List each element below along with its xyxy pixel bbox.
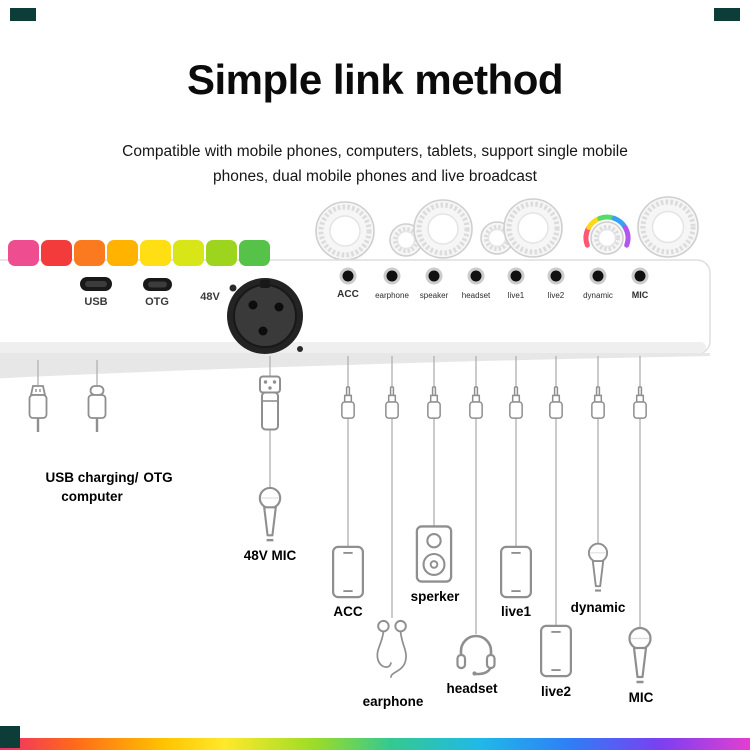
earphone-icon <box>376 619 408 679</box>
port-label-dynamic: dynamic <box>583 291 613 300</box>
jack-port-dynamic <box>589 267 607 285</box>
led-key <box>74 240 105 266</box>
mic-icon <box>628 626 652 684</box>
knob-icon <box>413 199 473 259</box>
device-under-shadow <box>0 353 710 379</box>
link-label-headset: headset <box>446 681 498 696</box>
plug-headset-icon <box>469 386 483 419</box>
jack-port-acc <box>339 267 357 285</box>
plug-mic-icon <box>633 386 647 419</box>
plug-live2-icon <box>549 386 563 419</box>
led-key <box>239 240 270 266</box>
watermark-top-left <box>10 8 36 21</box>
watermark-top-right <box>714 8 740 21</box>
port-label-headset: headset <box>461 291 491 300</box>
screw-icon <box>229 284 237 292</box>
link-label-earphone: earphone <box>362 694 424 709</box>
knob-icon <box>637 196 699 258</box>
rgb-glow-icon <box>583 214 631 248</box>
led-strip <box>8 240 270 266</box>
led-key <box>107 240 138 266</box>
jack-ports <box>339 267 649 285</box>
port-label-earphone: earphone <box>375 291 409 300</box>
led-key <box>173 240 204 266</box>
jack-port-speaker <box>425 267 443 285</box>
port-label-speaker: speaker <box>419 291 449 300</box>
link-label-usb-line2: computer <box>61 489 123 504</box>
knob-icon <box>503 198 563 258</box>
mic-48v-icon <box>258 486 282 542</box>
mic-dynamic-icon <box>587 542 609 592</box>
plug-speaker-icon <box>427 386 441 419</box>
rainbow-bar <box>0 738 750 750</box>
speaker-icon <box>415 525 453 583</box>
jack-port-mic <box>631 267 649 285</box>
link-label-dynamic: dynamic <box>570 600 626 615</box>
link-label-otg: OTG <box>143 470 173 485</box>
link-label-live2: live2 <box>540 684 572 699</box>
usb-port <box>80 277 112 291</box>
jack-port-live2 <box>547 267 565 285</box>
led-key <box>140 240 171 266</box>
jack-port-earphone <box>383 267 401 285</box>
link-label-48v-mic: 48V MIC <box>243 548 297 563</box>
jack-port-headset <box>467 267 485 285</box>
plug-dynamic-icon <box>591 386 605 419</box>
led-key <box>206 240 237 266</box>
xlr-port <box>227 278 303 354</box>
subtitle-line-2: phones, dual mobile phones and live broa… <box>212 168 537 185</box>
otg-port <box>143 278 172 291</box>
otg-connector-icon <box>87 384 107 434</box>
knob-icon <box>315 201 375 261</box>
port-label-live2: live2 <box>547 291 565 300</box>
knob-icon <box>590 221 624 255</box>
headset-icon <box>456 634 496 676</box>
jack-port-live1 <box>507 267 525 285</box>
link-label-speaker: sperker <box>410 589 460 604</box>
link-label-mic: MIC <box>628 690 654 705</box>
port-label-acc: ACC <box>337 289 359 300</box>
port-label-48v: 48V <box>200 291 220 303</box>
port-label-live1: live1 <box>507 291 525 300</box>
port-label-otg: OTG <box>145 296 169 308</box>
phone-live2-icon <box>539 624 573 678</box>
led-key <box>41 240 72 266</box>
usb-connector-icon <box>28 384 48 434</box>
link-label-usb-line1: USB charging/ <box>45 470 139 485</box>
subtitle: Compatible with mobile phones, computers… <box>0 139 750 189</box>
screw-icon <box>297 346 303 352</box>
subtitle-line-1: Compatible with mobile phones, computers… <box>122 143 628 160</box>
port-label-usb: USB <box>84 296 108 308</box>
knob-icons <box>315 196 699 261</box>
plug-live1-icon <box>509 386 523 419</box>
link-label-acc: ACC <box>333 604 363 619</box>
sound-card-device <box>0 196 711 379</box>
xlr-plug-icon <box>259 375 281 431</box>
page-title: Simple link method <box>186 56 564 103</box>
led-key <box>8 240 39 266</box>
plug-acc-icon <box>341 386 355 419</box>
device-body-bottom-shade <box>0 342 706 353</box>
watermark-bottom-left <box>0 726 20 748</box>
port-label-mic: MIC <box>631 290 649 300</box>
plug-earphone-icon <box>385 386 399 419</box>
phone-acc-icon <box>331 545 365 599</box>
link-label-live1: live1 <box>500 604 532 619</box>
phone-live1-icon <box>499 545 533 599</box>
